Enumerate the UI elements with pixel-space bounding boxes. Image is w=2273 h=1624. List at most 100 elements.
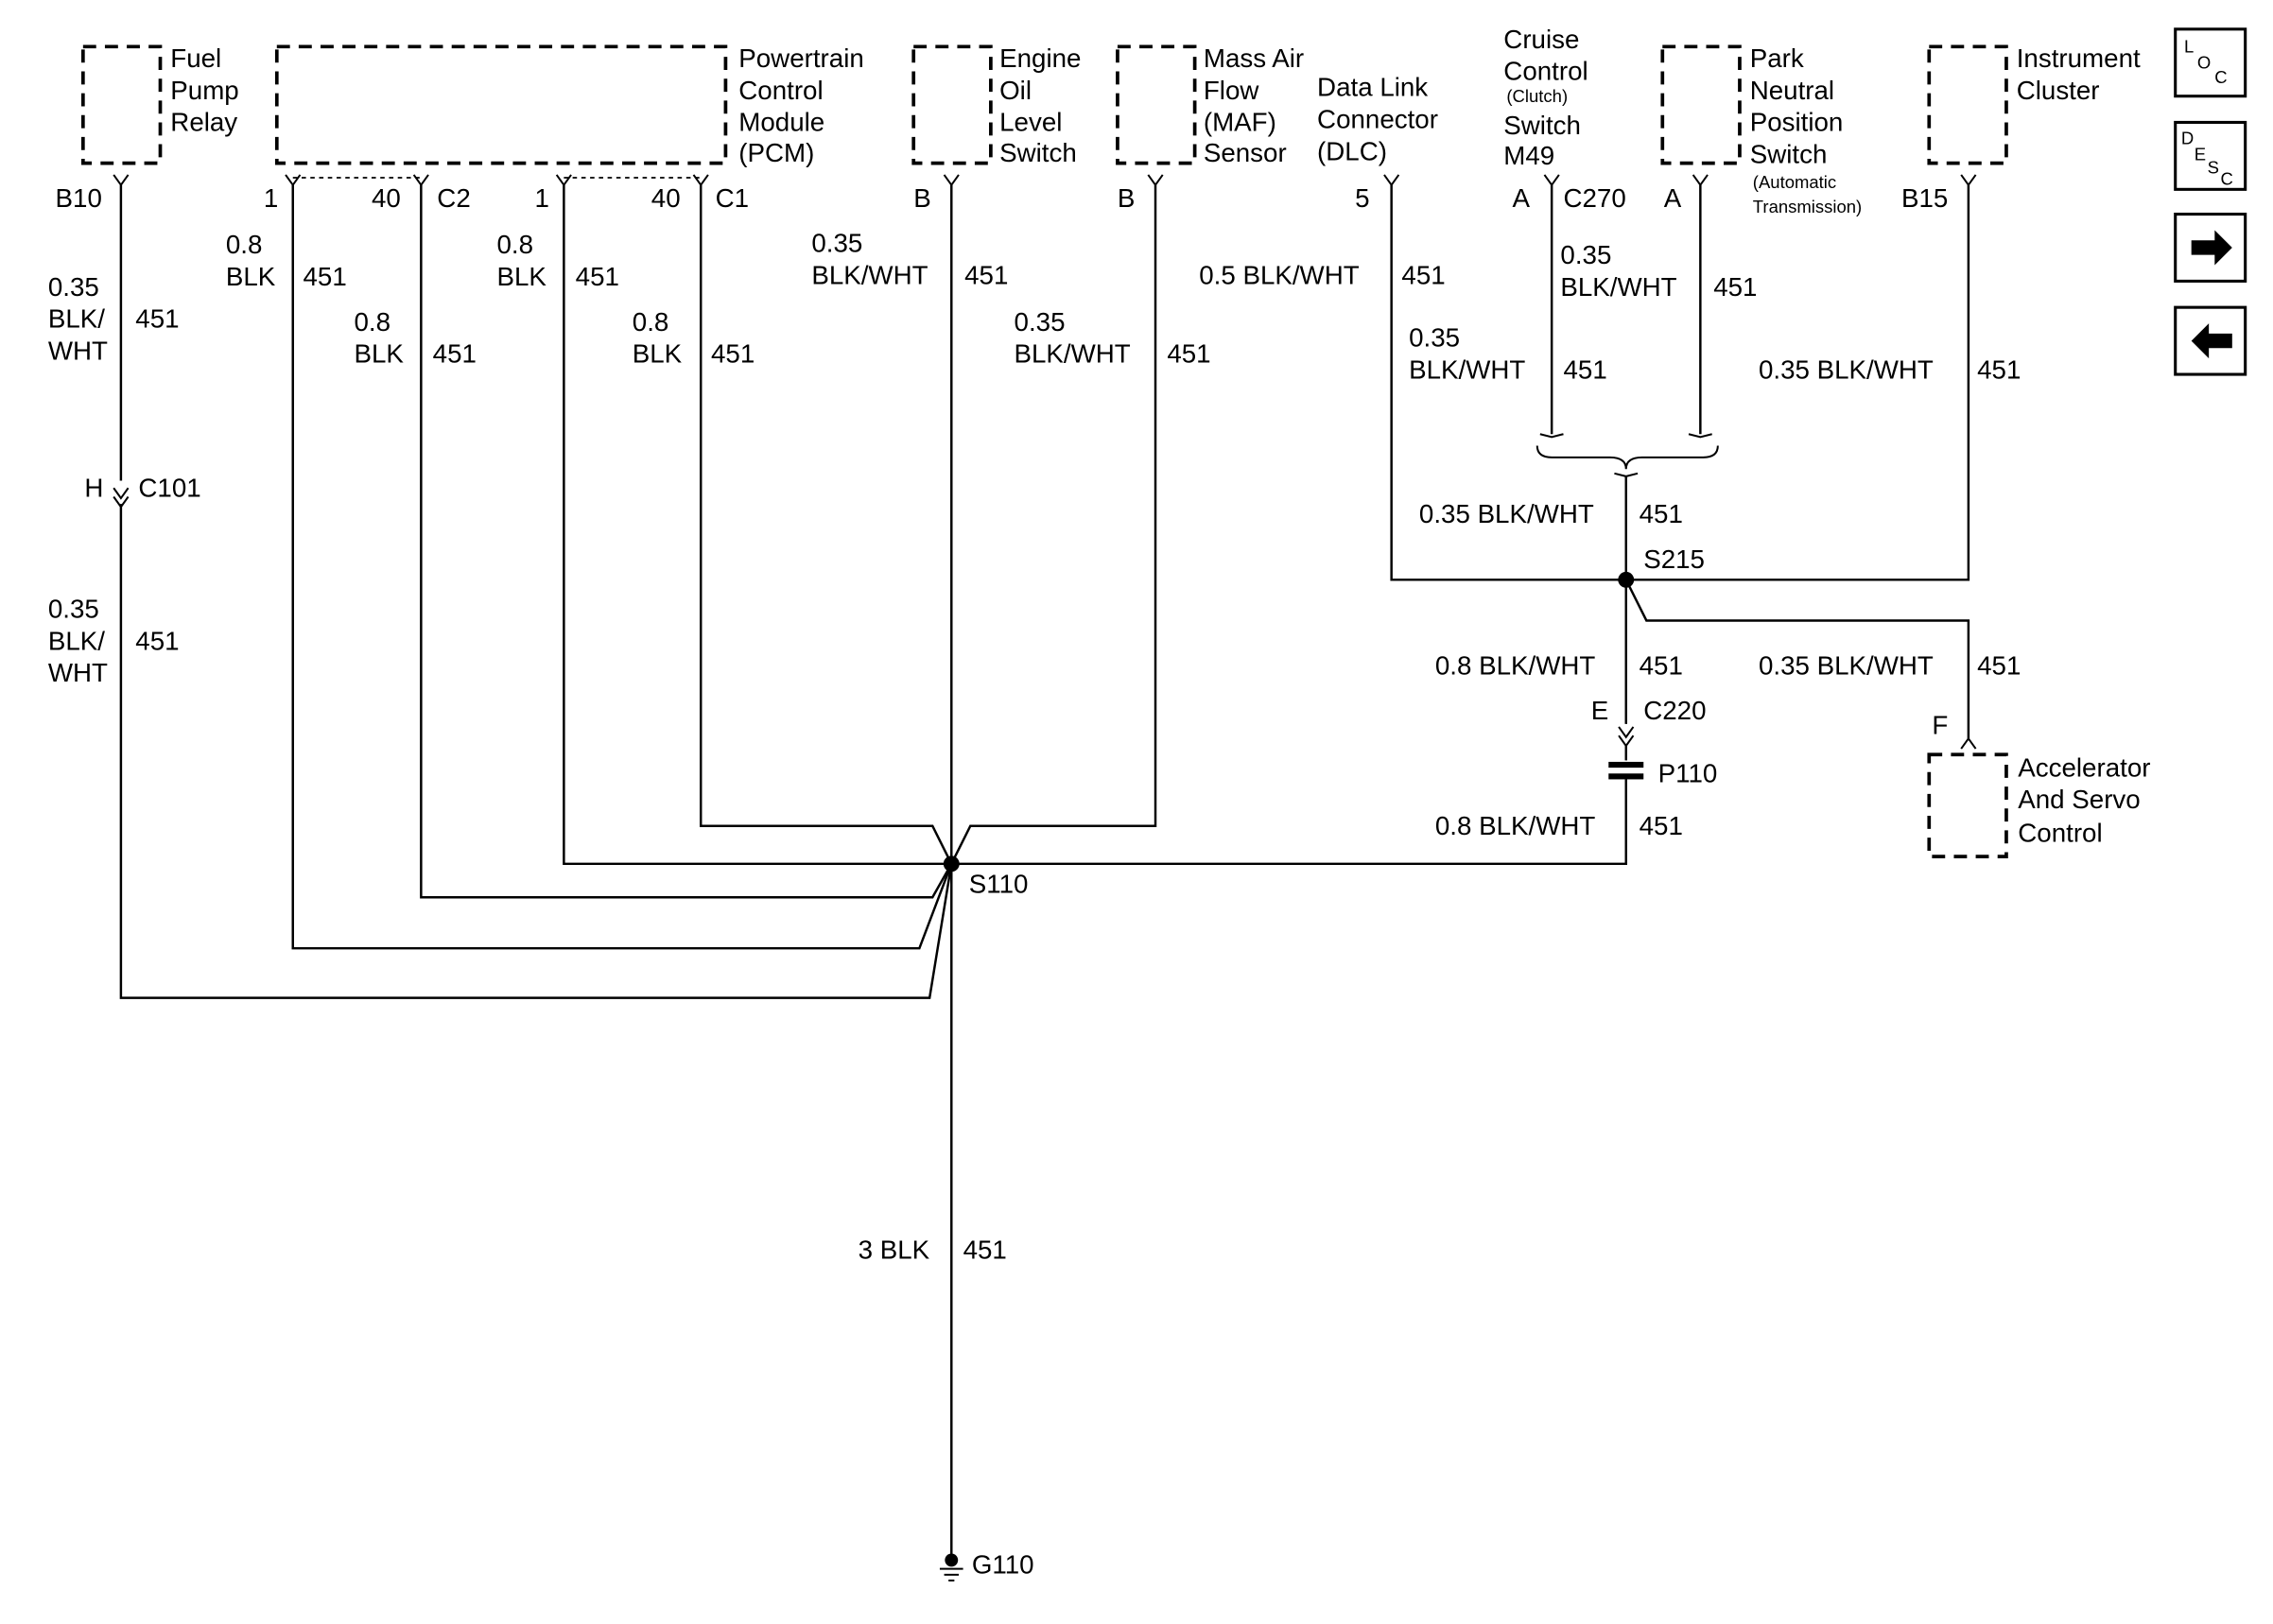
wire-c1-1-circuit: 451 [576, 262, 619, 291]
dlc-label-1: Data Link [1317, 73, 1428, 102]
pin-c2-40: 40 [372, 183, 401, 213]
next-arrow-icon[interactable] [2174, 212, 2247, 283]
wire-c2-40-size: 0.8 [354, 307, 390, 337]
wire-c2-1-circuit: 451 [304, 262, 347, 291]
wire-p110-s110 [951, 779, 1627, 866]
wire-fuel-bottom-size: 0.35 [48, 594, 99, 623]
pin-b15: B15 [1901, 183, 1948, 213]
pcm-label-4: (PCM) [738, 138, 814, 167]
pin-dlc-5: 5 [1355, 183, 1369, 213]
wire-c2-40-circuit: 451 [433, 339, 477, 369]
instrument-cluster-box [1927, 44, 2008, 165]
maf-label-1: Mass Air [1204, 43, 1304, 73]
wire-fuel-top-circuit: 451 [135, 304, 179, 334]
brace-wire-end [1614, 472, 1639, 477]
wire-fuel-top-color1: BLK/ [48, 304, 105, 334]
maf-label-2: Flow [1204, 76, 1260, 105]
splice-s215: S215 [1643, 544, 1705, 574]
wire-cruise-circuit: 451 [1563, 355, 1606, 385]
wire-maf-color: BLK/WHT [1015, 339, 1131, 369]
wire-dlc-circuit: 451 [1401, 260, 1445, 289]
wire-pcm-c1-40 [699, 184, 953, 865]
wire-dlc-label: 0.5 BLK/WHT [1199, 260, 1360, 289]
svg-text:E: E [2195, 145, 2206, 164]
pcm-label-1: Powertrain [738, 43, 863, 73]
wire-dlc-cluster [1390, 184, 1970, 581]
cruise-label-4: Switch [1503, 111, 1581, 140]
wire-pcm-c2-1 [291, 184, 953, 950]
oil-switch-label-3: Level [999, 108, 1062, 137]
pin-oil-b: B [913, 183, 930, 213]
cruise-label-2: Control [1503, 57, 1588, 86]
wire-s215-down-circuit: 451 [1640, 650, 1683, 680]
wire-fuel-bottom-color1: BLK/ [48, 626, 105, 655]
oil-switch-label-1: Engine [999, 43, 1081, 73]
ground-icon [939, 1567, 963, 1581]
wire-ground-label: 3 BLK [859, 1235, 930, 1264]
c101-label: C101 [138, 473, 200, 502]
pin-c2-1: 1 [264, 183, 278, 213]
pcm-label-2: Control [738, 76, 823, 105]
wire-cruise-size: 0.35 [1409, 323, 1460, 353]
wire-fuel-lower [119, 504, 953, 999]
cruise-label-5: M49 [1503, 141, 1554, 170]
wire-fuel-bottom-circuit: 451 [135, 626, 179, 655]
splice-s110-dot [943, 855, 960, 872]
wire-cluster-circuit: 451 [1977, 355, 2021, 385]
pin-b10: B10 [56, 183, 102, 213]
wire-oil-color: BLK/WHT [811, 260, 928, 289]
wire-c2-1-color: BLK [226, 262, 276, 291]
accel-label-1: Accelerator [2018, 752, 2150, 782]
wire-pnp-size: 0.35 [1560, 240, 1611, 269]
pnp-label-2: Neutral [1750, 76, 1834, 105]
description-icon[interactable]: D E S C [2174, 120, 2247, 191]
location-icon[interactable]: L O C [2174, 27, 2247, 98]
wire-c2-1-size: 0.8 [226, 230, 263, 259]
wire-cruise-color: BLK/WHT [1409, 355, 1525, 385]
previous-arrow-icon[interactable] [2174, 305, 2247, 376]
wire-c1-40-color: BLK [633, 339, 683, 369]
cluster-label-2: Cluster [2017, 76, 2100, 105]
wire-cluster-label: 0.35 BLK/WHT [1759, 355, 1934, 385]
p110-label: P110 [1658, 759, 1718, 788]
brace-symbol [1536, 445, 1719, 470]
wire-c2-40-color: BLK [354, 339, 404, 369]
ground-g110: G110 [972, 1549, 1034, 1579]
connector-c2: C2 [437, 183, 470, 213]
c220-label: C220 [1643, 696, 1706, 725]
wire-oil-size: 0.35 [811, 229, 862, 258]
wire-p110-label: 0.8 BLK/WHT [1435, 811, 1596, 840]
svg-text:O: O [2197, 52, 2211, 72]
engine-oil-switch-box [911, 44, 993, 165]
fuel-pump-relay-label-1: Fuel [170, 43, 221, 73]
wire-maf-size: 0.35 [1015, 307, 1066, 337]
wire-fuel-top-color2: WHT [48, 337, 108, 366]
wire-pcm-c1-1 [563, 184, 952, 866]
accelerator-servo-box [1927, 752, 2008, 858]
cruise-label-1: Cruise [1503, 25, 1579, 54]
p110-symbol [1608, 761, 1644, 780]
wire-s215-top-circuit: 451 [1640, 499, 1683, 528]
wire-c1-1-size: 0.8 [496, 230, 533, 259]
svg-text:S: S [2208, 157, 2219, 177]
cruise-label-3: (Clutch) [1506, 86, 1568, 106]
wire-accel-circuit: 451 [1977, 650, 2021, 680]
pnp-label-5: (Automatic [1753, 172, 1836, 192]
pin-c1-1: 1 [535, 183, 549, 213]
fuel-pump-relay-label-2: Pump [170, 76, 238, 105]
wire-fuel-bottom-color2: WHT [48, 658, 108, 687]
accel-label-2: And Servo [2018, 785, 2140, 814]
fuel-pump-relay-box [80, 44, 163, 165]
accel-label-3: Control [2018, 819, 2102, 848]
connector-c270: C270 [1563, 183, 1625, 213]
connector-c1: C1 [716, 183, 749, 213]
c220-pin-e: E [1591, 696, 1609, 725]
wire-maf [950, 184, 1157, 865]
pcm-box [274, 44, 728, 165]
svg-text:L: L [2184, 36, 2194, 56]
fuel-pump-relay-label-3: Relay [170, 108, 237, 137]
pnp-label-6: Transmission) [1753, 197, 1862, 216]
park-neutral-switch-box [1660, 44, 1742, 165]
wire-fuel-top-size: 0.35 [48, 272, 99, 302]
